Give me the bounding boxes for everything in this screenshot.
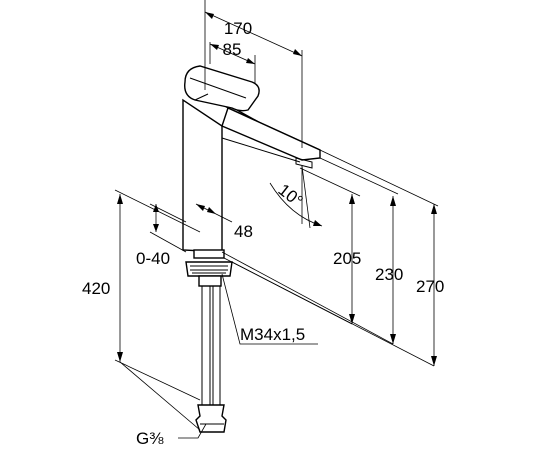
dim-total-reach: 170 [224, 19, 252, 38]
dim-total-length: 420 [82, 279, 110, 298]
dim-total-height: 270 [416, 277, 444, 296]
lever-handle [184, 65, 260, 112]
dim-thread-mount: M34x1,5 [240, 325, 305, 344]
faucet-body [182, 93, 321, 253]
dim-clamp-thickness: 48 [234, 222, 253, 241]
dim-lever-height: 230 [375, 265, 403, 284]
dim-spout-height: 205 [333, 249, 361, 268]
dim-handle-offset: 85 [223, 40, 242, 59]
mounting-shank [185, 249, 233, 433]
dim-thread-hose: G⅜ [136, 429, 164, 448]
dim-adjust-range: 0-40 [136, 249, 170, 268]
dimension-lines [114, 0, 439, 439]
